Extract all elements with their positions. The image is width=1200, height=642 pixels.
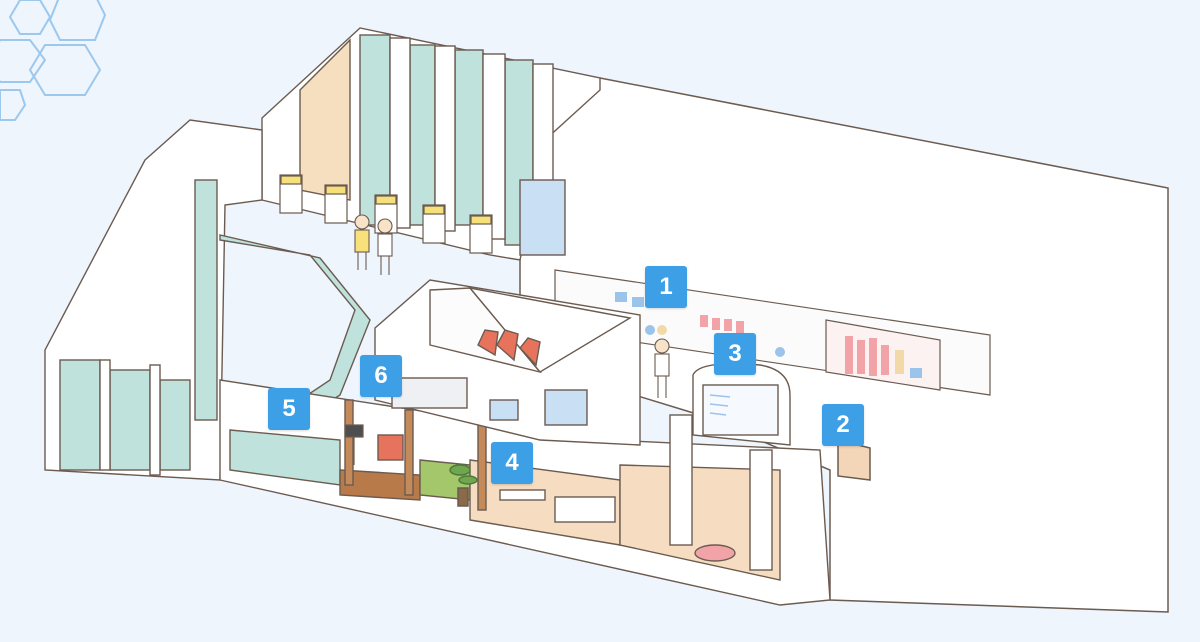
front-room-block [219,379,831,606]
area-marker-2[interactable]: 2 [822,404,864,446]
screen-stand-icon [344,424,364,465]
area-marker-4[interactable]: 4 [491,442,533,484]
area-marker-1[interactable]: 1 [645,266,687,308]
area-marker-3[interactable]: 3 [714,333,756,375]
area-marker-5[interactable]: 5 [268,388,310,430]
central-meeting-room [374,279,641,446]
info-kiosk [692,363,791,446]
visitor-figures-icon [354,214,670,398]
area-marker-6[interactable]: 6 [360,355,402,397]
glass-gallery-wall [261,27,601,261]
hexagon-pattern-icon [0,0,107,121]
left-column-hall [44,119,263,481]
plant-icon [449,464,478,507]
